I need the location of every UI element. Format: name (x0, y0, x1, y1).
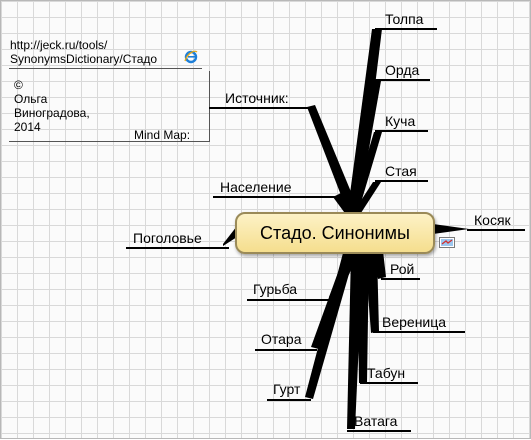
topic-gurt[interactable]: Гурт (273, 381, 301, 397)
topic-naselenie[interactable]: Население (220, 179, 292, 195)
author-credit: © Ольга Виноградова, 2014 (14, 78, 90, 134)
underline-staya (375, 180, 428, 182)
branch-istochnik (307, 105, 361, 216)
topic-tolpa[interactable]: Толпа (385, 11, 424, 27)
topic-roy[interactable]: Рой (390, 261, 415, 277)
author-line2: Ольга (14, 92, 48, 106)
source-underline (209, 107, 309, 109)
topic-kucha[interactable]: Куча (385, 113, 416, 129)
underline-verenitsa (373, 331, 465, 333)
underline-gurt (267, 399, 311, 401)
topic-pogolovie[interactable]: Поголовье (133, 230, 202, 246)
central-topic[interactable]: Стадо. Синонимы (235, 212, 435, 254)
branch-kosyak (433, 224, 469, 234)
branch-tolpa (347, 29, 382, 216)
topic-gurba[interactable]: Гурьба (253, 281, 298, 297)
underline-tabun (360, 382, 418, 384)
underline-pogolovie (126, 247, 229, 249)
underline-otara (255, 349, 317, 351)
branch-vataga (347, 253, 363, 429)
branch-kucha (349, 132, 382, 216)
source-url-line1[interactable]: http://jeck.ru/tools/ (10, 38, 108, 52)
topic-otara[interactable]: Отара (261, 331, 302, 347)
author-info-box (9, 71, 210, 142)
underline-kosyak (467, 229, 525, 231)
source-url[interactable]: http://jeck.ru/tools/ SynonymsDictionary… (10, 38, 157, 66)
browser-link-icon[interactable] (184, 50, 198, 64)
mind-map-label: Mind Map: (134, 128, 191, 142)
source-url-underline (9, 68, 202, 69)
source-topic[interactable]: Источник: (225, 90, 289, 106)
topic-verenitsa[interactable]: Вереница (382, 314, 447, 330)
topic-kosyak[interactable]: Косяк (474, 212, 511, 228)
central-topic-label: Стадо. Синонимы (260, 222, 410, 243)
branch-naselenie (333, 193, 357, 216)
topic-tabun[interactable]: Табун (367, 365, 406, 381)
underline-vataga (347, 430, 411, 432)
author-line4: 2014 (14, 120, 41, 134)
underline-naselenie (213, 196, 339, 198)
author-line3: Виноградова, (14, 106, 90, 120)
branch-gurt (305, 253, 355, 399)
hyperlink-icon[interactable] (439, 237, 455, 248)
branch-pogolovie (223, 226, 237, 246)
underline-kucha (375, 130, 428, 132)
underline-tolpa (375, 28, 437, 30)
topic-vataga[interactable]: Ватага (354, 413, 398, 429)
underline-roy (381, 278, 420, 280)
topic-staya[interactable]: Стая (385, 163, 417, 179)
branch-orda (347, 81, 381, 216)
branch-staya (351, 182, 381, 216)
topic-orda[interactable]: Орда (385, 62, 420, 78)
author-line1: © (14, 78, 23, 92)
underline-orda (375, 79, 430, 81)
source-url-line2[interactable]: SynonymsDictionary/Стадо (10, 52, 158, 66)
underline-gurba (247, 299, 335, 301)
